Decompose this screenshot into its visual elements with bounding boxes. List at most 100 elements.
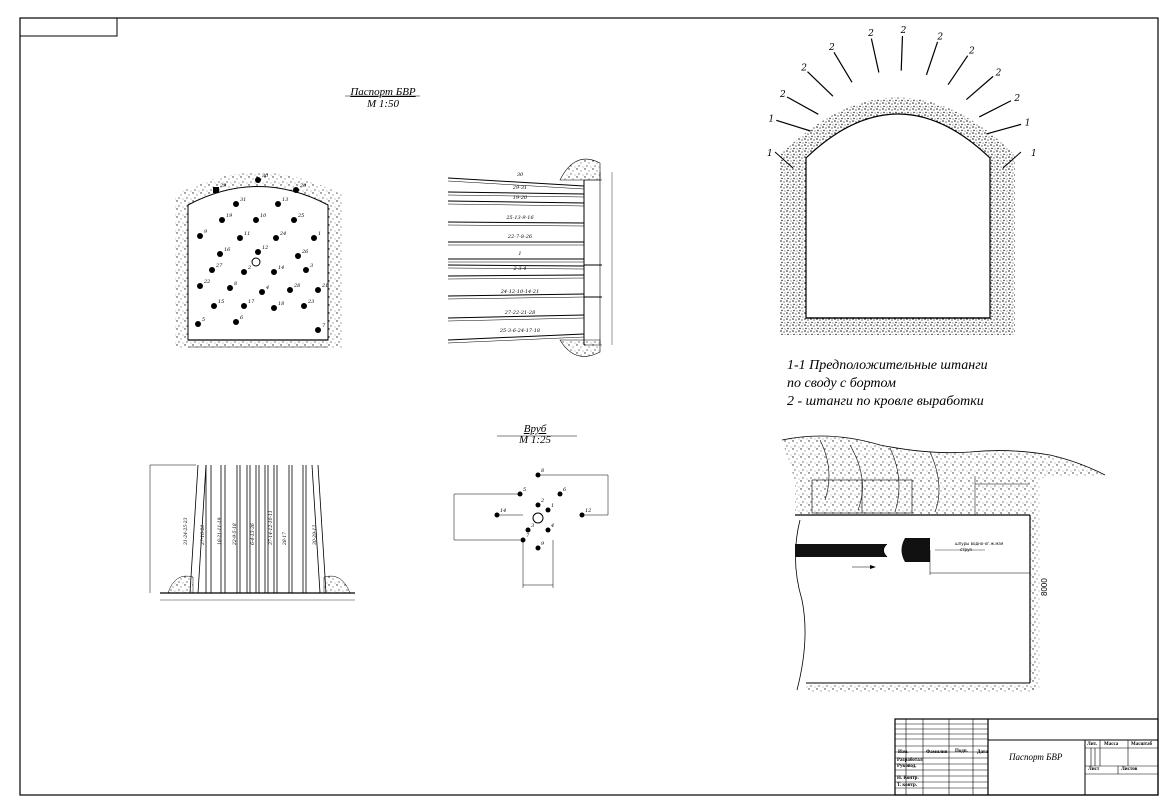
section-rod [447,333,585,341]
face-hole-number: 14 [278,265,284,271]
section-rod-edge [447,203,585,207]
face-hole [241,303,247,309]
bolt-label: 1 [767,149,773,159]
face-hole-number: 25 [297,213,304,219]
bolt-label: 2 [800,63,807,73]
section-rod-label: 19-20 [513,195,528,201]
face-hole-number: 13 [282,197,288,203]
bolt-legend: 1-1 Предположительные штанги по своду с … [787,357,988,411]
roof-bolt [870,38,880,73]
vrub-hole [535,502,541,508]
section-rod [447,200,585,204]
section-rod-edge [447,277,585,280]
section-rod-label: 30 [517,172,524,178]
face-hole [259,289,265,295]
face-hole [311,235,317,241]
tb-col-familia: Фамилия [926,750,948,755]
face-hole [213,187,219,193]
section-rod [447,221,585,224]
vrub-hole-number: 4 [550,523,554,529]
roof-bolt [925,41,939,76]
tb-listov: Листов [1121,767,1138,772]
face-hole-number: 31 [240,197,246,203]
tb-row-rukovod: Руковод. [897,764,917,769]
tb-massa: Масса [1104,742,1119,747]
title-block-name: Паспорт БВР [1009,752,1063,762]
long-section-view: 3029-3119-2025-13-9-1622-7-8-2612-3-424-… [447,158,613,357]
plan-rod-label: 18-21-11-19 [217,517,223,545]
face-hole-number: 15 [218,299,224,305]
bolt-label: 2 [779,90,786,100]
face-hole [287,287,293,293]
tb-row-razrab: Разработал [897,758,923,763]
section-rod-label: 2-3-4 [513,266,527,272]
face-hole [255,249,261,255]
vrub-hole [494,512,500,518]
face-hole-number: 4 [265,285,269,291]
section-rod [447,191,585,195]
vrub-hole-number: 3 [531,523,534,529]
vrub-hole [525,527,531,533]
main-title-line1: Паспорт БВР [350,86,416,98]
section-rod [447,274,585,277]
vrub-hole [545,527,551,533]
section-rod-edge [447,336,585,344]
corner-stamp [19,17,118,37]
vrub-hole-number: 7 [526,533,530,539]
bolt-label: 2 [995,68,1002,78]
section-rod-label: 22-7-8-26 [507,234,533,240]
face-hole [227,285,233,291]
tb-row-tkontr: Т. контр. [897,783,918,788]
section-rod [447,314,585,319]
drift-section-view [781,435,1106,693]
face-hole [295,253,301,259]
section-rod-label: 29-31 [512,185,527,191]
section-rod [447,177,585,187]
roof-bolt [776,119,811,132]
face-hole [233,319,239,325]
legend-line-3: 2 - штанги по кровле выработки [787,394,984,409]
plan-rod-edge [317,464,327,594]
plan-rod-edge [197,464,207,594]
legend-line-2: по своду с бортом [787,376,896,391]
face-hole-number: 17 [248,299,255,305]
legend-line-1: 1-1 Предположительные штанги [787,358,988,373]
roof-bolt [900,36,904,71]
face-hole-number: 27 [215,263,223,269]
plan-rod-label: 37-14-12-10-11 [268,510,274,545]
stemming-note-1: шпуры водно-ог.ж.мая [955,541,1004,546]
section-rod-label: 27-22-21-28 [504,310,536,316]
vrub-hole-number: 9 [541,541,545,547]
section-rod-edge [447,317,585,322]
face-hole-number: 21 [321,283,328,289]
section-rod-edge [447,194,585,198]
plan-rod-label: 27-16-20 [200,525,206,546]
roof-bolt [947,55,969,86]
section-rod [447,293,585,297]
face-hole-number: 23 [307,299,314,305]
vrub-hole-number: 14 [500,508,506,514]
face-hole [197,233,203,239]
face-hole [233,201,239,207]
bolt-label: 2 [867,29,874,39]
face-hole-number: 1 [318,231,321,237]
face-hole [293,187,299,193]
bolt-label: 1 [1025,119,1031,129]
section-rod-edge [447,296,585,300]
face-hole-number: 11 [244,231,250,237]
face-hole [291,217,297,223]
face-hole-number: 12 [262,245,268,251]
tb-col-izm: Изм. [898,750,909,755]
bolting-opening [805,113,991,319]
plan-rod [311,464,321,594]
face-hole [219,217,225,223]
vrub-title-scale: М 1:25 [518,434,552,446]
face-hole [271,305,277,311]
tb-row-nkontr: Н. Контр. [897,776,919,781]
face-hole-number: 2 [247,265,251,271]
face-hole [315,287,321,293]
